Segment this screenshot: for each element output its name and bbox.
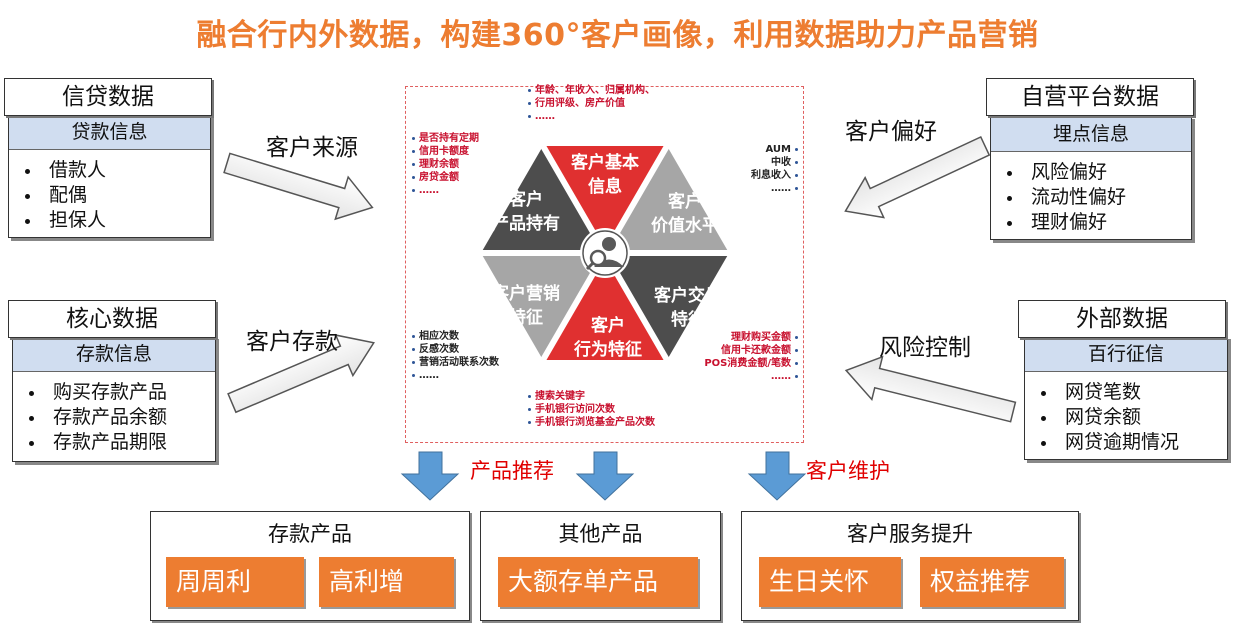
credit-data-header: 信贷数据: [4, 78, 212, 116]
list-item: 是否持有定期: [412, 132, 479, 145]
external-data-box: 百行征信 网贷笔数 网贷余额 网贷逾期情况: [1024, 336, 1228, 460]
deposit-arrow-icon: [227, 334, 375, 414]
external-item-list: 网贷笔数 网贷余额 网贷逾期情况: [1025, 380, 1227, 455]
product-recommend-label: 产品推荐: [470, 459, 554, 483]
person-icon: [580, 228, 630, 278]
list-item: 网贷余额: [1025, 405, 1227, 430]
external-data-header: 外部数据: [1018, 300, 1226, 338]
basic-info-notes: 年龄、年收入、归属机构、 行用评级、房产价值 ……: [528, 84, 655, 123]
platform-item-list: 风险偏好 流动性偏好 理财偏好: [991, 160, 1191, 235]
customer-portrait-hexagon: [481, 144, 729, 362]
service-item[interactable]: 生日关怀: [759, 557, 901, 607]
deposit-products-title: 存款产品: [268, 522, 352, 546]
core-data-header: 核心数据: [8, 300, 216, 338]
value-level-segment: [605, 146, 729, 253]
list-item: 存款产品期限: [13, 430, 215, 455]
list-item: 借款人: [9, 158, 210, 183]
page-title: 融合行内外数据，构建360°客户画像，利用数据助力产品营销: [196, 18, 1039, 53]
service-item[interactable]: 权益推荐: [920, 557, 1064, 607]
platform-data-box: 埋点信息 风险偏好 流动性偏好 理财偏好: [990, 116, 1192, 240]
down-arrow-icon: [747, 451, 807, 501]
marketing-label: 客户营销 特征: [492, 284, 560, 328]
deposit-products-box: 存款产品 周周利 高利增: [150, 511, 470, 621]
preference-arrow-icon: [844, 135, 991, 219]
transaction-label: 客户交易 特征: [654, 286, 722, 330]
core-sub-header: 存款信息: [13, 337, 215, 372]
list-item: 购买存款产品: [13, 380, 215, 405]
behavior-notes: 搜索关键字 手机银行访问次数 手机银行浏览基金产品次数: [528, 390, 655, 429]
value-level-label: 客户 价值水平: [651, 192, 719, 236]
basic-info-label: 客户基本 信息: [571, 153, 639, 197]
risk-arrow-label: 风险控制: [879, 335, 971, 361]
list-item: 风险偏好: [991, 160, 1191, 185]
holding-segment: [481, 146, 605, 253]
list-item: 信用卡额度: [412, 145, 479, 158]
list-item: 担保人: [9, 208, 210, 233]
list-item: 理财购买金额: [686, 331, 798, 344]
list-item: 配偶: [9, 183, 210, 208]
marketing-segment: [481, 253, 605, 360]
platform-data-header: 自营平台数据: [986, 78, 1194, 116]
product-item[interactable]: 高利增: [319, 557, 454, 607]
list-item: 存款产品余额: [13, 405, 215, 430]
behavior-label: 客户 行为特征: [574, 316, 642, 360]
list-item: 营销活动联系次数: [412, 356, 499, 369]
transaction-segment: [605, 253, 729, 360]
down-arrow-icon: [575, 451, 635, 501]
source-arrow-label: 客户来源: [266, 135, 358, 161]
holding-notes: 是否持有定期 信用卡额度 理财余额 房贷金额 ……: [412, 132, 479, 197]
product-item[interactable]: 周周利: [166, 557, 304, 607]
service-box: 客户服务提升 生日关怀 权益推荐: [741, 511, 1079, 621]
core-data-box: 存款信息 购买存款产品 存款产品余额 存款产品期限: [12, 336, 216, 462]
value-level-notes: AUM 中收 利息收入 ……: [736, 143, 798, 195]
basic-info-segment: [543, 146, 667, 253]
list-item: ……: [412, 369, 499, 382]
list-item: 手机银行浏览基金产品次数: [528, 416, 655, 429]
external-sub-header: 百行征信: [1025, 337, 1227, 372]
behavior-segment: [543, 253, 667, 360]
list-item: 理财余额: [412, 158, 479, 171]
platform-sub-header: 埋点信息: [991, 117, 1191, 152]
list-item: 中收: [736, 156, 798, 169]
list-item: ……: [736, 182, 798, 195]
other-products-box: 其他产品 大额存单产品: [480, 511, 721, 621]
portrait-frame: [405, 86, 804, 443]
list-item: 搜索关键字: [528, 390, 655, 403]
core-item-list: 购买存款产品 存款产品余额 存款产品期限: [13, 380, 215, 455]
preference-arrow-label: 客户偏好: [845, 119, 937, 145]
transaction-notes: 理财购买金额 信用卡还款金额 POS消费金额/笔数 ……: [686, 331, 798, 383]
source-arrow-icon: [223, 152, 374, 221]
list-item: 网贷笔数: [1025, 380, 1227, 405]
deposit-arrow-label: 客户存款: [246, 329, 338, 355]
list-item: AUM: [736, 143, 798, 156]
list-item: 房贷金额: [412, 171, 479, 184]
holding-label: 客户 产品持有: [492, 190, 560, 234]
customer-maintain-label: 客户维护: [806, 459, 890, 483]
product-item[interactable]: 大额存单产品: [498, 557, 698, 607]
list-item: 理财偏好: [991, 210, 1191, 235]
list-item: 年龄、年收入、归属机构、: [528, 84, 655, 97]
list-item: ……: [528, 110, 655, 123]
list-item: 利息收入: [736, 169, 798, 182]
other-products-title: 其他产品: [558, 522, 643, 546]
list-item: 信用卡还款金额: [686, 344, 798, 357]
list-item: POS消费金额/笔数: [686, 357, 798, 370]
list-item: 行用评级、房产价值: [528, 97, 655, 110]
list-item: 网贷逾期情况: [1025, 430, 1227, 455]
list-item: 相应次数: [412, 330, 499, 343]
list-item: ……: [686, 370, 798, 383]
credit-data-box: 贷款信息 借款人 配偶 担保人: [8, 114, 211, 238]
marketing-notes: 相应次数 反感次数 营销活动联系次数 ……: [412, 330, 499, 382]
list-item: 手机银行访问次数: [528, 403, 655, 416]
list-item: 流动性偏好: [991, 185, 1191, 210]
down-arrow-icon: [400, 451, 460, 501]
credit-item-list: 借款人 配偶 担保人: [9, 158, 210, 233]
list-item: 反感次数: [412, 343, 499, 356]
service-title: 客户服务提升: [847, 522, 973, 546]
credit-sub-header: 贷款信息: [9, 115, 210, 150]
list-item: ……: [412, 184, 479, 197]
risk-arrow-icon: [844, 355, 1017, 423]
